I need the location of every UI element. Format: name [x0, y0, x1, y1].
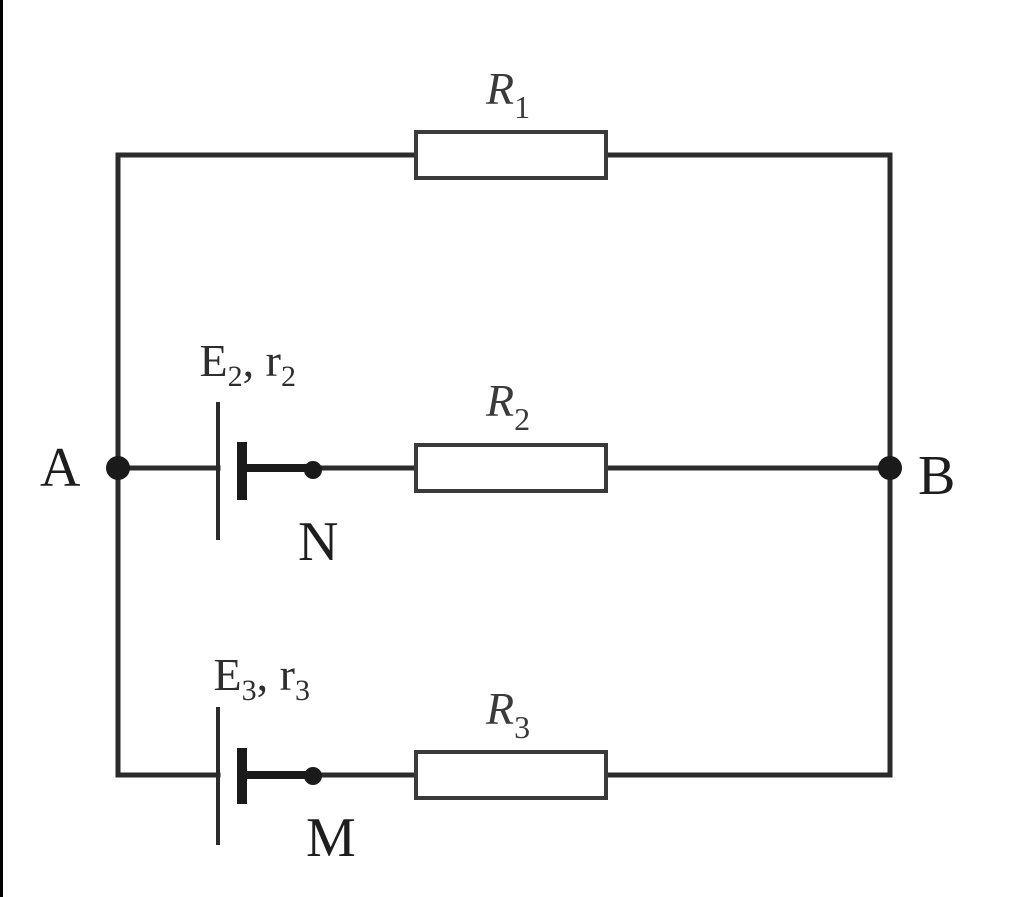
label-e3-e-sub: 3 — [242, 674, 257, 707]
label-e2: E2, r2 — [142, 335, 330, 396]
label-e2-sep: , — [243, 335, 266, 386]
label-r1-base: R — [485, 63, 514, 114]
label-e2-r-sub: 2 — [281, 360, 296, 393]
wire-bot-left — [115, 465, 221, 778]
label-r1-sub: 1 — [514, 89, 530, 125]
label-e3: E3, r3 — [156, 649, 344, 710]
wires — [115, 152, 893, 778]
label-r2-base: R — [485, 375, 514, 426]
node-m-dot — [304, 767, 322, 785]
label-r3-sub: 3 — [514, 709, 530, 745]
wire-bot-right — [603, 465, 893, 778]
wire-top-left — [115, 152, 419, 471]
battery-e3 — [216, 707, 247, 845]
label-r1: R1 — [485, 63, 530, 125]
label-e2-e: E — [200, 335, 228, 386]
label-node-n: N — [298, 511, 338, 573]
node-b-dot — [878, 456, 902, 480]
battery-e2 — [216, 402, 247, 540]
label-e3-r: r — [280, 649, 295, 700]
node-a-dot — [106, 456, 130, 480]
label-r3-base: R — [485, 683, 514, 734]
label-r2-sub: 2 — [514, 401, 530, 437]
label-e3-r-sub: 3 — [295, 674, 310, 707]
label-node-a: A — [40, 437, 81, 499]
resistor-r3 — [414, 750, 608, 800]
resistor-r2 — [414, 443, 608, 493]
label-e2-e-sub: 2 — [228, 360, 243, 393]
frame-left-border — [0, 0, 3, 897]
wire-top-right — [603, 152, 893, 471]
label-e3-e: E — [214, 649, 242, 700]
label-node-m: M — [306, 807, 356, 869]
label-e2-r: r — [266, 335, 281, 386]
label-e3-sep: , — [257, 649, 280, 700]
node-n-dot — [304, 461, 322, 479]
label-r3: R3 — [485, 683, 530, 745]
label-r2: R2 — [485, 375, 530, 437]
resistor-r1 — [414, 130, 608, 180]
label-node-b: B — [918, 445, 955, 507]
